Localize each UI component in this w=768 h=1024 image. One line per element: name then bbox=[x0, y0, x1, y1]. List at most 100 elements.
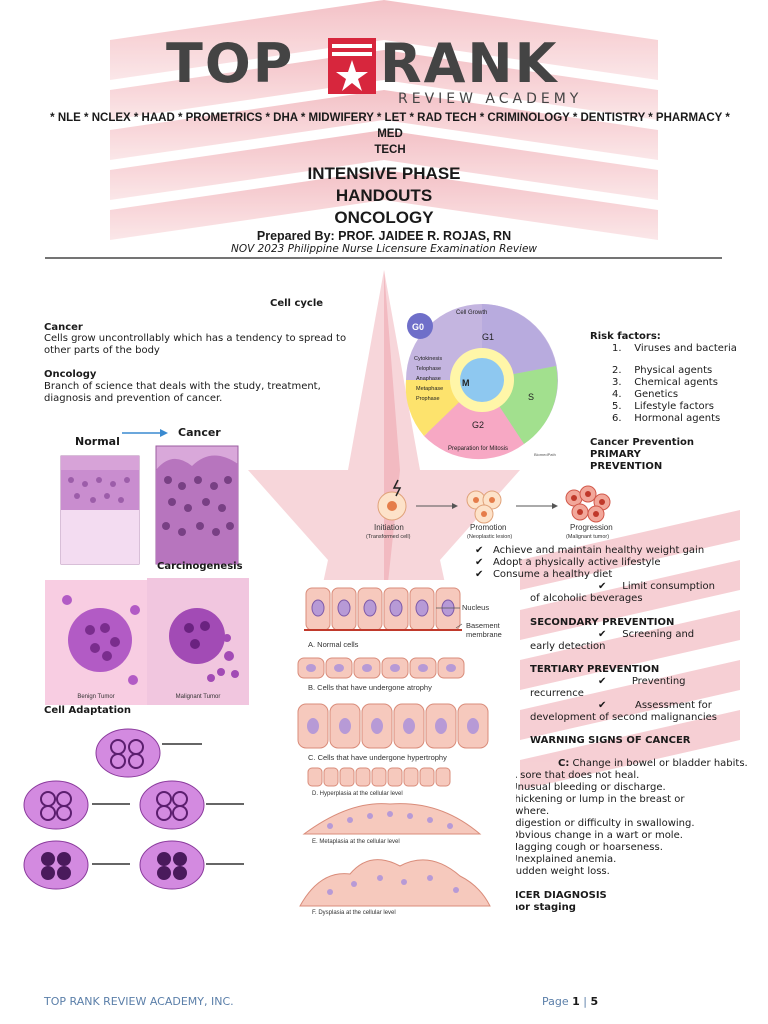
cycle-growth: Cell Growth bbox=[456, 310, 487, 316]
carcinogenesis-label: Carcinogenesis bbox=[157, 561, 243, 572]
warning-item: U: Unexplained anemia. bbox=[495, 854, 617, 865]
warning-item: U: Unusual bleeding or discharge. bbox=[495, 782, 666, 793]
adaptation-normal-cells bbox=[297, 587, 491, 907]
primary-item: ✔ Consume a healthy diet bbox=[475, 569, 613, 580]
prepared-by: Prepared By: PROF. JAIDEE R. ROJAS, RN bbox=[256, 229, 512, 243]
risk-item: 1. Viruses and bacteria bbox=[612, 343, 737, 354]
adaptation-caption-a: A. Normal cells bbox=[308, 640, 359, 649]
basement-label-2: membrane bbox=[466, 630, 502, 639]
progression-label: Progression bbox=[570, 523, 613, 532]
logo-star-icon bbox=[328, 38, 376, 94]
svg-text:Benign Tumor: Benign Tumor bbox=[77, 694, 114, 700]
warning-list: A: A sore that does not heal. U: Unusual… bbox=[495, 770, 735, 878]
logo-rank: RANK bbox=[380, 32, 559, 95]
handout-title: INTENSIVE PHASE HANDOUTS ONCOLOGY bbox=[0, 163, 768, 229]
progression-sub: (Malignant tumor) bbox=[566, 534, 610, 540]
warning-item: S: Sudden weight loss. bbox=[495, 866, 610, 877]
tertiary-heading: TERTIARY PREVENTION bbox=[530, 664, 660, 675]
warning-item: I: Indigestion or difficulty in swallowi… bbox=[495, 818, 695, 829]
promotion-label: Promotion bbox=[470, 523, 507, 532]
warning-item-c: C: Change in bowel or bladder habits. bbox=[558, 758, 748, 769]
primary-prevention-line2: PREVENTION bbox=[590, 461, 663, 472]
primary-prevention-line1: PRIMARY bbox=[590, 449, 641, 460]
warning-item: A: A sore that does not heal. bbox=[495, 770, 640, 781]
risk-item: 4. Genetics bbox=[612, 389, 679, 400]
malignant-tumor-image: Malignant Tumor bbox=[147, 578, 249, 705]
title-line3: ONCOLOGY bbox=[334, 208, 434, 227]
review-subtitle: NOV 2023 Philippine Nurse Licensure Exam… bbox=[230, 243, 538, 255]
title-line1: INTENSIVE PHASE bbox=[307, 164, 461, 183]
cycle-m: M bbox=[462, 378, 470, 388]
tertiary-item-cont: recurrence bbox=[530, 688, 584, 699]
cycle-g2: G2 bbox=[472, 420, 484, 430]
warning-item: O: Obvious change in a wart or mole. bbox=[495, 830, 683, 841]
tumor-staging: Tumor staging bbox=[495, 902, 576, 913]
exam-list-line1: * NLE * NCLEX * HAAD * PROMETRICS * DHA … bbox=[50, 112, 730, 140]
adaptation-diagram: Nucleus Basement membrane A. Normal cell… bbox=[290, 580, 516, 918]
cancer-definition: Cells grow uncontrollably which has a te… bbox=[44, 333, 347, 356]
secondary-item-cont: early detection bbox=[530, 641, 606, 652]
cycle-prep: Preparation for Mitosis bbox=[448, 446, 508, 452]
initiation-label: Initiation bbox=[374, 523, 404, 532]
adaptation-caption-b: B. Cells that have undergone atrophy bbox=[308, 683, 432, 692]
warning-heading: WARNING SIGNS OF CANCER bbox=[530, 735, 691, 746]
title-line2: HANDOUTS bbox=[335, 186, 433, 205]
adaptation-caption-f: F. Dysplasia at the cellular level bbox=[312, 910, 396, 916]
prevention-heading: Cancer Prevention bbox=[590, 437, 694, 448]
cancer-heading: Cancer bbox=[44, 322, 83, 333]
adaptation-caption-d: D. Hyperplasia at the cellular level bbox=[312, 791, 403, 797]
cancer-tissue-image bbox=[155, 445, 239, 565]
cycle-s: S bbox=[528, 392, 534, 402]
adaptation-caption-c: C. Cells that have undergone hypertrophy bbox=[308, 753, 447, 762]
adaptation-caption-e: E. Metaplasia at the cellular level bbox=[312, 839, 400, 845]
benign-tumor-image: Benign Tumor bbox=[45, 580, 147, 705]
cancer-label: Cancer bbox=[178, 426, 221, 439]
exam-list-line2: TECH bbox=[374, 144, 406, 156]
warning-item: T: Thickening or lump in the breast or bbox=[495, 794, 685, 805]
cell-cycle-diagram: M G1 S G2 G0 Cell Growth Preparation for… bbox=[405, 304, 558, 460]
primary-item: ✔ Limit consumption bbox=[598, 581, 716, 592]
primary-item-cont: of alcoholic beverages bbox=[530, 593, 643, 604]
logo-academy: REVIEW ACADEMY bbox=[398, 91, 583, 107]
warning-item: elsewhere. bbox=[495, 806, 550, 817]
cell-adaptation-label: Cell Adaptation bbox=[44, 705, 131, 716]
normal-tissue-image bbox=[60, 455, 140, 565]
carcinogenesis-stages-diagram bbox=[377, 479, 611, 524]
promotion-sub: (Neoplastic lesion) bbox=[467, 534, 513, 540]
cycle-telophase: Telophase bbox=[416, 366, 441, 372]
tertiary-item: ✔ Preventing bbox=[598, 676, 686, 687]
diagnosis-heading: CANCER DIAGNOSIS bbox=[495, 890, 607, 901]
risk-list: 1. Viruses and bacteria 2. Physical agen… bbox=[590, 343, 740, 425]
primary-item: ✔ Adopt a physically active lifestyle bbox=[475, 557, 661, 568]
footer-company: TOP RANK REVIEW ACADEMY, INC. bbox=[44, 995, 234, 1008]
cycle-anaphase: Anaphase bbox=[416, 376, 441, 382]
cycle-g0: G0 bbox=[412, 322, 424, 332]
normal-label: Normal bbox=[75, 435, 120, 448]
risk-item: 6. Hormonal agents bbox=[612, 413, 721, 424]
cycle-cytokinesis: Cytokinesis bbox=[414, 356, 442, 362]
tertiary-item: ✔ Assessment for bbox=[598, 700, 712, 711]
secondary-heading: SECONDARY PREVENTION bbox=[530, 617, 675, 628]
risk-item: 3. Chemical agents bbox=[612, 377, 718, 388]
tertiary-item-cont: development of second malignancies bbox=[530, 712, 718, 723]
cycle-metaphase: Metaphase bbox=[416, 386, 443, 392]
footer-page: Page 1 | 5 bbox=[542, 995, 599, 1008]
basement-label-1: Basement bbox=[466, 621, 500, 630]
nucleus-label: Nucleus bbox=[462, 603, 490, 612]
logo-top: TOP bbox=[166, 32, 295, 95]
secondary-item: ✔ Screening and bbox=[598, 629, 695, 640]
primary-item: ✔ Achieve and maintain healthy weight ga… bbox=[475, 545, 705, 556]
metaplasia-diagram bbox=[23, 728, 244, 890]
cycle-prophase: Prophase bbox=[416, 396, 440, 402]
exam-list: * NLE * NCLEX * HAAD * PROMETRICS * DHA … bbox=[40, 110, 740, 158]
arrow-icon bbox=[122, 429, 168, 437]
risk-item: 2. Physical agents bbox=[612, 365, 713, 376]
oncology-heading: Oncology bbox=[44, 369, 97, 380]
cycle-g1: G1 bbox=[482, 332, 494, 342]
warning-item: N: Nagging cough or hoarseness. bbox=[495, 842, 663, 853]
cell-cycle-title: Cell cycle bbox=[270, 298, 324, 309]
risk-item: 5. Lifestyle factors bbox=[612, 401, 714, 412]
svg-text:Malignant Tumor: Malignant Tumor bbox=[176, 694, 221, 700]
oncology-definition: Branch of science that deals with the st… bbox=[44, 381, 321, 404]
